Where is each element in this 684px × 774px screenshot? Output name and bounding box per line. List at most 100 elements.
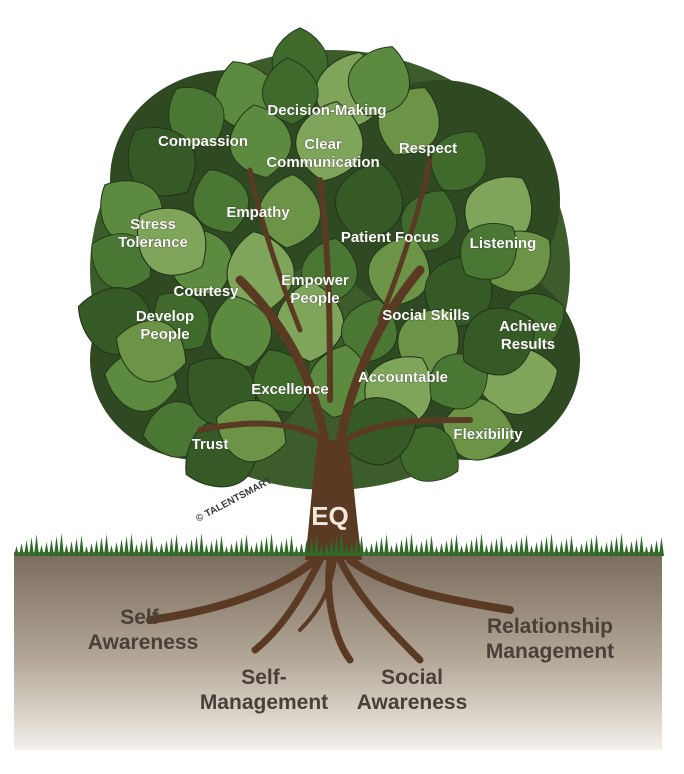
grass-blade (579, 543, 584, 556)
grass-blade (454, 534, 459, 556)
grass-blade (89, 543, 94, 556)
leaf-label-line: Patient Focus (341, 229, 439, 246)
grass-blade (69, 541, 74, 556)
leaf-label-line: Develop (136, 308, 194, 325)
grass-blade (599, 545, 604, 556)
leaf-label-line: Tolerance (118, 234, 188, 251)
grass-blade (479, 533, 484, 556)
grass-blade (339, 533, 344, 556)
leaf-label-line: Flexibility (453, 426, 523, 443)
leaf-label-line: Trust (192, 436, 229, 453)
grass-blade (29, 537, 34, 556)
grass-blade (589, 537, 594, 556)
grass-blade (539, 539, 544, 556)
grass-blade (84, 546, 89, 556)
grass-blade (349, 541, 354, 556)
leaf-label-line: Respect (399, 140, 457, 157)
grass-blade (464, 542, 469, 556)
grass-blade (289, 535, 294, 556)
grass-blade (654, 540, 659, 556)
grass-blade (129, 533, 134, 556)
grass-blade (139, 541, 144, 556)
grass-blade (639, 535, 644, 556)
grass-blade (99, 537, 104, 556)
grass-blade (439, 543, 444, 556)
grass-blade (229, 543, 234, 556)
grass-blade (614, 536, 619, 556)
grass-blade (319, 545, 324, 556)
grass-blade (19, 543, 24, 556)
grass-blade (329, 539, 334, 556)
grass-blade (574, 546, 579, 556)
grass-blade (344, 544, 349, 556)
roots (146, 556, 514, 664)
grass-blade (449, 537, 454, 556)
grass-blade (124, 536, 129, 556)
grass-blade (119, 539, 124, 556)
leaf-label-line: Accountable (358, 369, 448, 386)
grass-blade (114, 542, 119, 556)
grass-blade (199, 533, 204, 556)
grass-blade (189, 539, 194, 556)
grass-blade (179, 545, 184, 556)
grass-blade (364, 546, 369, 556)
grass-blade (404, 536, 409, 556)
grass-blade (14, 546, 19, 556)
grass-blade (509, 543, 514, 556)
leaf-label-line: Stress (130, 216, 176, 233)
leaf-label-empathy: Empathy (226, 204, 290, 221)
soil (14, 552, 662, 750)
leaf-label-accountable: Accountable (358, 369, 448, 386)
root-label-line: Self- (241, 666, 287, 689)
leaf-label-trust: Trust (192, 436, 229, 453)
grass-blade (444, 540, 449, 556)
grass-blade (144, 538, 149, 556)
leaf-label-line: People (140, 326, 189, 343)
leaf-label-line: Excellence (251, 381, 329, 398)
grass-blade (554, 544, 559, 556)
root-label-self-awareness: Self-Awareness (88, 606, 199, 654)
leaf-label-line: Decision-Making (267, 102, 386, 119)
grass-blade (529, 545, 534, 556)
grass-blade (644, 546, 649, 556)
grass-blade (249, 545, 254, 556)
grass-blade (629, 541, 634, 556)
leaf-label-line: Courtesy (173, 283, 239, 300)
leaf-label-line: Compassion (158, 133, 248, 150)
grass-blade (194, 536, 199, 556)
grass-blade (134, 544, 139, 556)
grass-blade (374, 540, 379, 556)
grass-blade (54, 536, 59, 556)
grass-blade (74, 538, 79, 556)
grass-blade (424, 538, 429, 556)
root-label-line: Social (381, 666, 443, 689)
grass-blade (584, 540, 589, 556)
root-label-line: Self- (120, 606, 166, 629)
grass-blade (659, 537, 664, 556)
leaf-label-line: Results (501, 336, 555, 353)
tree-trunk (305, 440, 362, 560)
grass-blade (634, 538, 639, 556)
grass-blade (299, 543, 304, 556)
leaf-label-line: Empower (281, 272, 349, 289)
grass-blade (184, 542, 189, 556)
grass-blade (564, 538, 569, 556)
grass-blade (569, 535, 574, 556)
grass-blade (544, 536, 549, 556)
grass-blade (304, 540, 309, 556)
grass-blade (534, 542, 539, 556)
leaf-label-listening: Listening (470, 235, 537, 252)
grass-blade (609, 539, 614, 556)
grass-blade (224, 546, 229, 556)
grass-blade (549, 533, 554, 556)
grass-blade (214, 538, 219, 556)
grass-blade (174, 534, 179, 556)
grass-blade (399, 539, 404, 556)
grass-blade (279, 541, 284, 556)
